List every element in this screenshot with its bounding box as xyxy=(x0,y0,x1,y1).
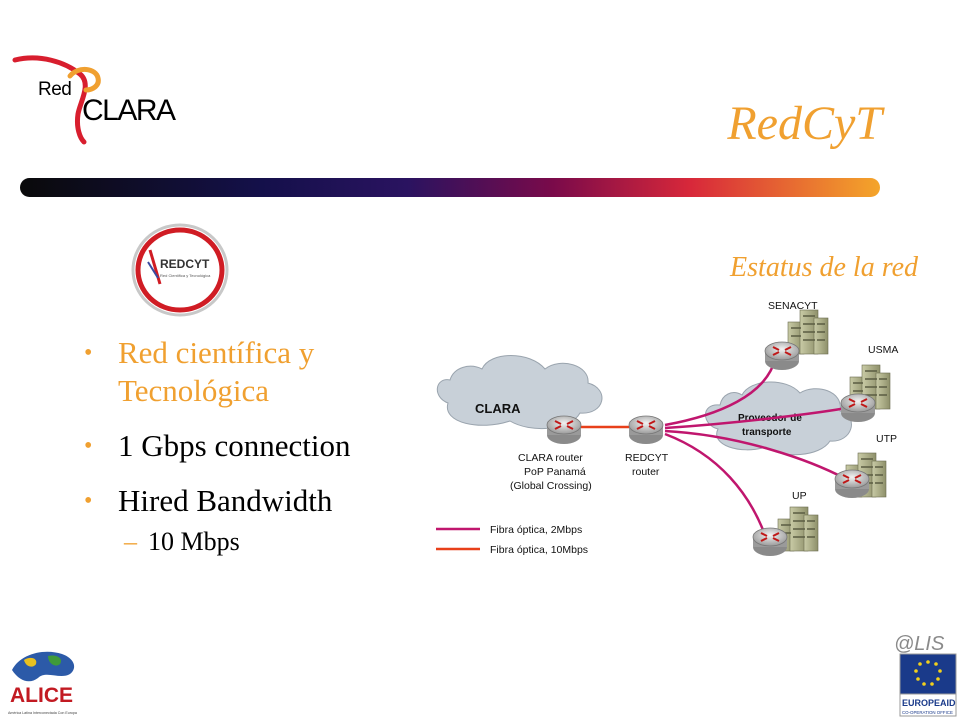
diagram-subtitle: Estatus de la red xyxy=(730,252,918,283)
utp-router-icon xyxy=(834,469,870,499)
clara-router-icon xyxy=(546,415,582,445)
bullet-text: 1 Gbps connection xyxy=(118,428,351,463)
clara-router-label-2: PoP Panamá xyxy=(524,466,586,478)
redcyt-logo: REDCYT Red Científica y Tecnológica xyxy=(130,222,230,318)
europeaid-sub-text: CO-OPERATION OFFICE xyxy=(902,710,953,715)
bullet-dot-icon: • xyxy=(84,488,93,514)
eu-stars-icon xyxy=(914,660,942,686)
page-title: RedCyT xyxy=(727,97,882,150)
network-diagram: CLARA Proveedor de transporte CLARA rout… xyxy=(420,285,945,575)
bullet-text: Hired Bandwidth xyxy=(118,483,333,518)
site-label-senacyt: SENACYT xyxy=(768,300,818,312)
alice-logo: ALICE América Latina Interconectada Con … xyxy=(4,640,84,720)
redclara-swirl-icon: Red CLARA xyxy=(12,55,178,145)
title-divider-bar xyxy=(20,178,880,197)
links-2mbps xyxy=(664,359,853,536)
bullet-item: • Red científica y Tecnológica xyxy=(84,334,414,410)
clara-cloud: CLARA xyxy=(436,355,603,430)
europeaid-text: EUROPEAID xyxy=(902,698,956,708)
sub-bullet-text: 10 Mbps xyxy=(148,527,240,556)
eu-flag-icon xyxy=(899,653,957,695)
logo-clara-text: CLARA xyxy=(82,94,176,127)
sub-bullet-dash-icon: – xyxy=(124,527,137,556)
redclara-logo: Red CLARA xyxy=(10,52,195,147)
alis-europeaid-logo: @LIS EUROPEAID CO-OPERATION OFFICE xyxy=(886,628,960,720)
senacyt-router-icon xyxy=(764,341,800,371)
bullet-text: Red científica y Tecnológica xyxy=(118,335,315,408)
redcyt-router-label-2: router xyxy=(632,466,660,478)
alis-name: @LIS xyxy=(894,633,945,655)
site-label-utp: UTP xyxy=(876,433,897,445)
bullet-item: • Hired Bandwidth xyxy=(84,482,414,520)
alice-name: ALICE xyxy=(10,684,73,707)
clara-router-label-3: (Global Crossing) xyxy=(510,480,592,492)
redcyt-router-icon xyxy=(628,415,664,445)
bullet-dot-icon: • xyxy=(84,340,93,366)
site-label-usma: USMA xyxy=(868,344,898,356)
clara-cloud-label: CLARA xyxy=(475,401,521,416)
sub-bullet-item: – 10 Mbps xyxy=(84,527,414,557)
logo-red-text: Red xyxy=(38,79,71,100)
redcyt-logo-tagline: Red Científica y Tecnológica xyxy=(160,273,211,278)
legend-10mbps-label: Fibra óptica, 10Mbps xyxy=(490,544,588,556)
clara-router-label-1: CLARA router xyxy=(518,452,583,464)
redcyt-logo-name: REDCYT xyxy=(160,257,210,271)
bullet-list: • Red científica y Tecnológica • 1 Gbps … xyxy=(84,334,414,557)
usma-router-icon xyxy=(840,393,876,423)
bullet-item: • 1 Gbps connection xyxy=(84,427,414,465)
up-router-icon xyxy=(752,527,788,557)
provider-cloud-label-2: transporte xyxy=(742,427,792,438)
legend-2mbps-label: Fibra óptica, 2Mbps xyxy=(490,524,582,536)
bullet-dot-icon: • xyxy=(84,433,93,459)
alice-tagline: América Latina Interconectada Con Europa xyxy=(8,711,77,715)
redcyt-router-label-1: REDCYT xyxy=(625,452,669,464)
site-label-up: UP xyxy=(792,490,807,502)
